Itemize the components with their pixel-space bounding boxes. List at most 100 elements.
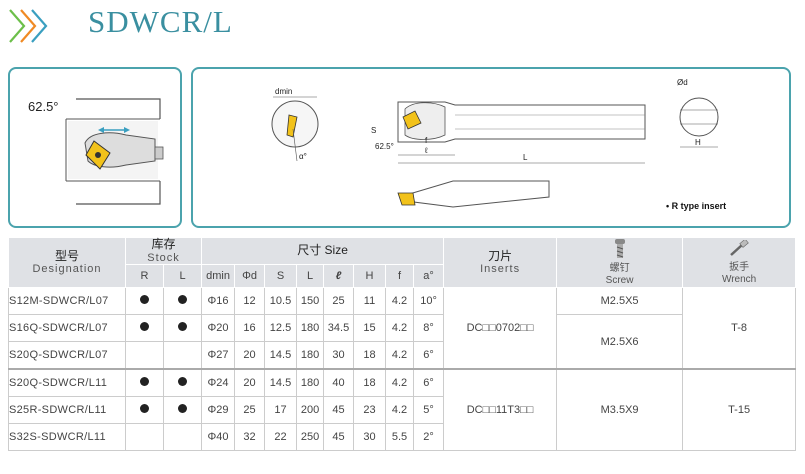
stock-l-cell	[162, 314, 203, 343]
stock-bullet-icon	[140, 322, 149, 332]
stock-header: 库存 Stock	[124, 236, 203, 266]
inserts-header-en: Inserts	[480, 263, 521, 276]
H-dim-label: H	[695, 138, 701, 147]
dmin-label: dmin	[275, 87, 292, 96]
designation-header-en: Designation	[32, 263, 102, 276]
l_small-cell: 45	[323, 423, 355, 452]
s-cell: 14.5	[264, 368, 298, 398]
wrench-header-cn: 扳手	[729, 262, 750, 274]
a-cell: 5°	[413, 396, 445, 425]
stock-bullet-icon	[140, 295, 149, 305]
inserts-header-cn: 刀片	[488, 248, 513, 263]
s-cell: 17	[264, 396, 298, 425]
dmin-cell: Φ40	[201, 423, 236, 452]
s-header: S	[264, 264, 298, 289]
a-header: a°	[413, 264, 445, 289]
stock-r-header: R	[125, 264, 164, 289]
L-dim-label: L	[523, 153, 528, 162]
screw-cell: M3.5X9	[556, 368, 684, 452]
d-cell: 20	[234, 368, 266, 398]
page-header: SDWCR/L	[0, 0, 805, 50]
wrench-header: 扳手 Wrench	[682, 236, 797, 289]
stock-l-cell	[162, 368, 203, 398]
h-header: H	[353, 264, 387, 289]
f-header: f	[385, 264, 415, 289]
h-cell: 23	[353, 396, 387, 425]
s-cell: 14.5	[264, 341, 298, 370]
dmin-cell: Φ24	[201, 368, 236, 398]
wrench-cell: T-8	[682, 287, 797, 370]
L-cell: 180	[296, 368, 325, 398]
L-cell: 200	[296, 396, 325, 425]
holder-dimension-panel: dmin α° S 62.5° f ℓ L Ød H • R type inse…	[191, 67, 791, 228]
stock-header-en: Stock	[147, 251, 180, 264]
d-cell: 16	[234, 314, 266, 343]
stock-l-cell	[162, 396, 203, 425]
stock-bullet-icon	[178, 377, 187, 387]
insert-cell: DC□□11T3□□	[443, 368, 558, 452]
f-cell: 4.2	[385, 368, 415, 398]
screw-icon	[614, 239, 625, 259]
f-cell: 4.2	[385, 314, 415, 343]
a-cell: 8°	[413, 314, 445, 343]
L-cell: 150	[296, 287, 325, 316]
f-dim-label: f	[425, 136, 428, 145]
l_small-cell: 34.5	[323, 314, 355, 343]
s-dim-label: S	[371, 126, 376, 135]
screw-cell: M2.5X6	[556, 314, 684, 370]
designation-cell: S20Q-SDWCR/L07	[8, 341, 126, 370]
d-cell: 12	[234, 287, 266, 316]
screw-header: 螺钉 Screw	[556, 236, 684, 289]
a-cell: 6°	[413, 341, 445, 370]
L-cell: 180	[296, 341, 325, 370]
stock-l-cell	[162, 423, 203, 452]
f-cell: 4.2	[385, 396, 415, 425]
stock-r-cell	[125, 314, 164, 343]
bore-section-drawing	[65, 98, 164, 205]
f-cell: 4.2	[385, 341, 415, 370]
s-cell: 22	[264, 423, 298, 452]
designation-cell: S20Q-SDWCR/L11	[8, 368, 126, 398]
dmin-header: dmin	[201, 264, 236, 289]
stock-l-cell	[162, 287, 203, 316]
stock-r-cell	[125, 341, 164, 370]
dmin-cell: Φ20	[201, 314, 236, 343]
d-header: Φd	[234, 264, 266, 289]
screw-cell: M2.5X5	[556, 287, 684, 316]
angle-dim-label: 62.5°	[375, 142, 394, 151]
L-header: L	[296, 264, 325, 289]
stock-bullet-icon	[140, 404, 149, 414]
stock-r-cell	[125, 368, 164, 398]
inserts-header: 刀片 Inserts	[443, 236, 558, 289]
h-cell: 18	[353, 368, 387, 398]
d-dim-label: Ød	[677, 78, 688, 87]
stock-r-cell	[125, 287, 164, 316]
dmin-cell: Φ29	[201, 396, 236, 425]
stock-l-cell	[162, 341, 203, 370]
spec-table: 型号 Designation 库存 Stock 尺寸 Size 刀片 Inser…	[8, 236, 797, 452]
l-small-header: ℓ	[323, 264, 355, 289]
stock-bullet-icon	[178, 322, 187, 332]
d-cell: 20	[234, 341, 266, 370]
stock-r-cell	[125, 423, 164, 452]
bore-diagram-panel: 62.5°	[8, 67, 182, 228]
a-cell: 6°	[413, 368, 445, 398]
s-cell: 12.5	[264, 314, 298, 343]
stock-bullet-icon	[140, 377, 149, 387]
screw-header-en: Screw	[605, 274, 634, 286]
designation-cell: S32S-SDWCR/L11	[8, 423, 126, 452]
L-cell: 180	[296, 314, 325, 343]
insert-type-note: • R type insert	[666, 201, 727, 211]
chevron-logo-icon	[9, 9, 48, 43]
l_small-cell: 25	[323, 287, 355, 316]
h-cell: 15	[353, 314, 387, 343]
designation-header: 型号 Designation	[8, 236, 126, 289]
d-cell: 32	[234, 423, 266, 452]
designation-cell: S12M-SDWCR/L07	[8, 287, 126, 316]
f-cell: 5.5	[385, 423, 415, 452]
